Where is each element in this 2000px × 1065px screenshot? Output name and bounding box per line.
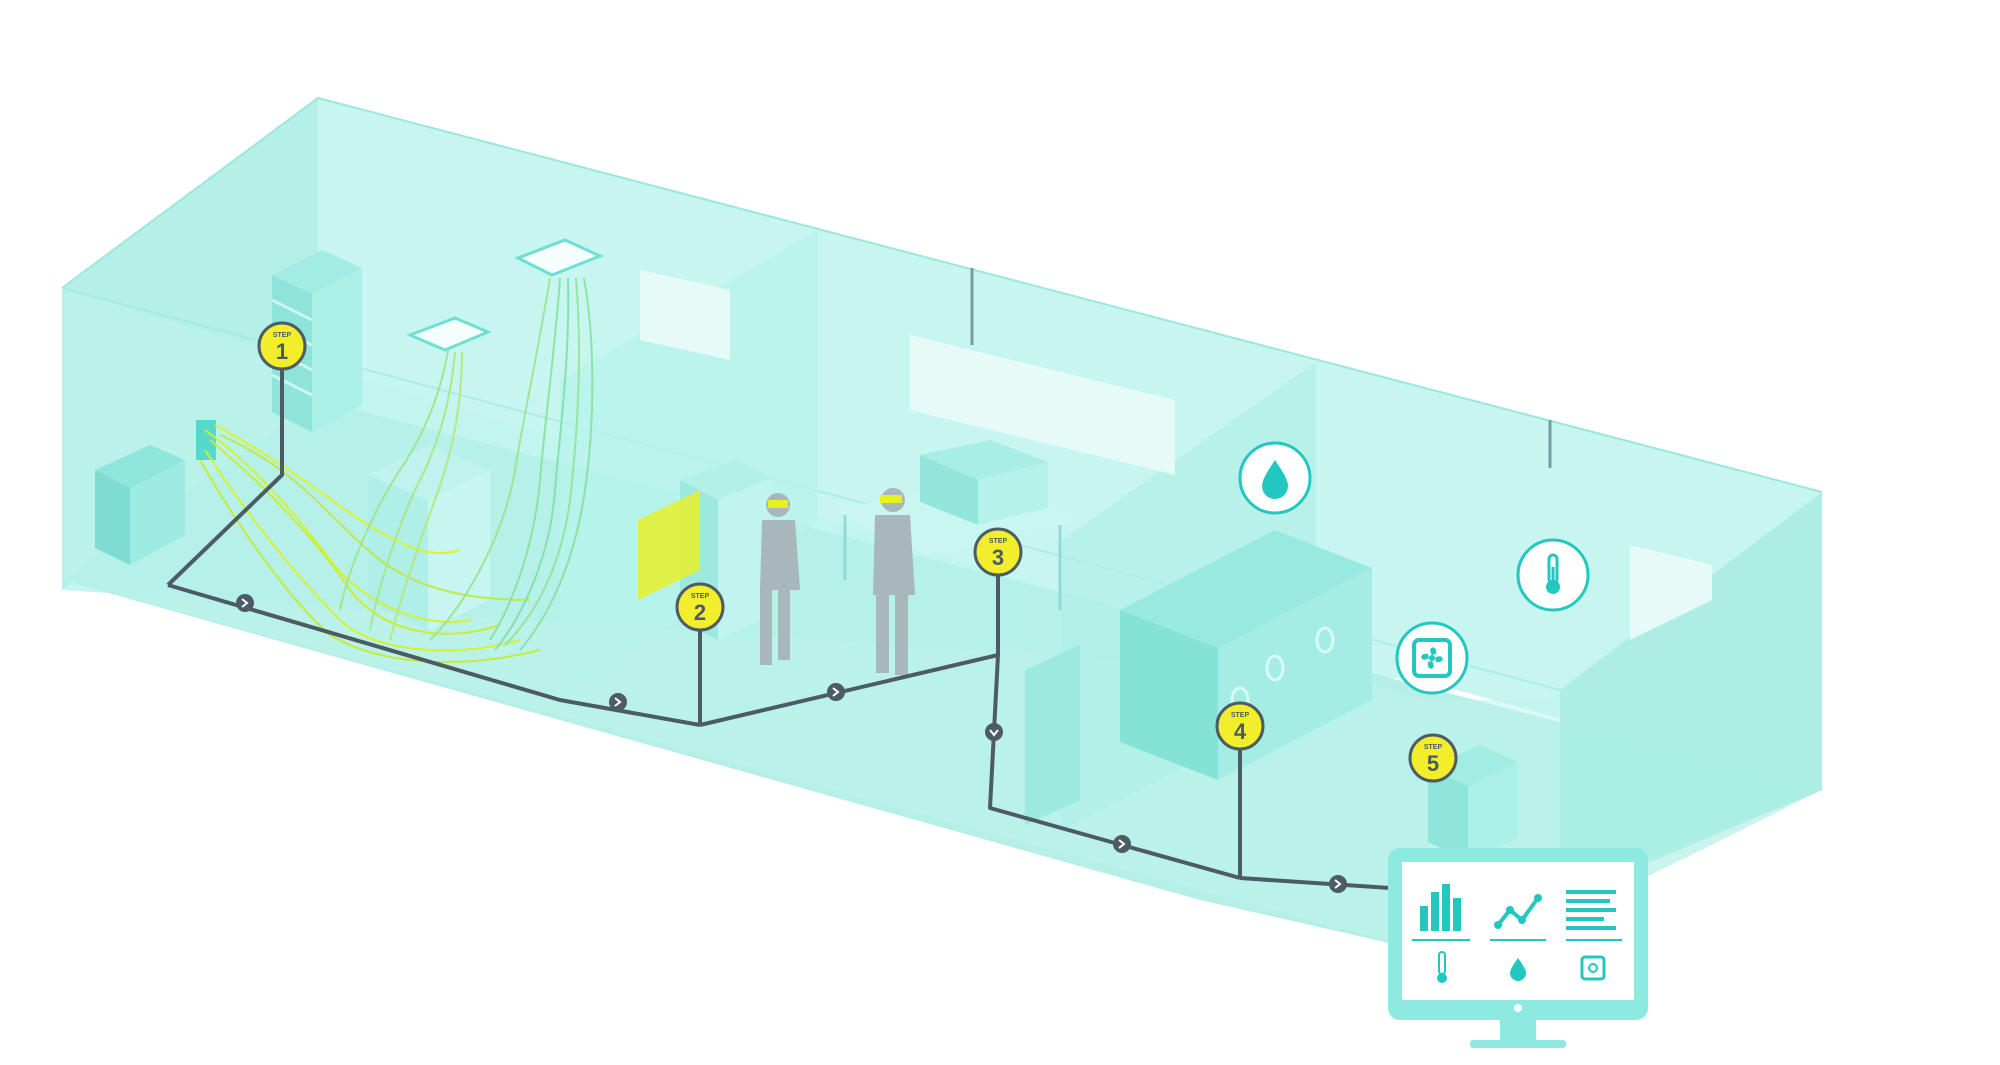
roof-edge <box>61 96 1823 493</box>
chevron-down-icon <box>985 723 1003 741</box>
process-machine <box>368 445 490 630</box>
side-cabinet <box>1025 645 1080 825</box>
path-mid <box>699 653 999 727</box>
operator-1 <box>760 493 800 665</box>
fan-icon <box>1395 621 1469 695</box>
chevron-right-icon <box>1113 835 1131 853</box>
text-lines-icon <box>1566 890 1616 930</box>
path-step3-drop <box>988 553 1241 880</box>
wall-sensor <box>196 420 216 460</box>
cabinet-left <box>95 445 185 565</box>
window-2 <box>910 335 1175 475</box>
path-main-left <box>167 583 701 727</box>
step-badge-label: STEP <box>1231 712 1250 719</box>
step-badge-number: 1 <box>276 339 288 364</box>
step-badge-1: STEP 1 <box>257 321 307 371</box>
thermometer-icon <box>1437 951 1447 983</box>
highlight-panel <box>638 490 700 600</box>
step-badge-label: STEP <box>989 538 1008 545</box>
step-badge-2: STEP 2 <box>675 582 725 632</box>
path-to-monitor <box>1239 876 1391 890</box>
fan-icon <box>1580 955 1606 981</box>
step-badge-5: STEP 5 <box>1408 733 1458 783</box>
step-badge-label: STEP <box>1424 744 1443 751</box>
ceiling-filter-1 <box>405 316 492 352</box>
process-path <box>166 348 1391 890</box>
step-badge-4: STEP 4 <box>1215 701 1265 751</box>
path-step1-drop <box>166 348 284 587</box>
front-wall <box>62 288 1822 950</box>
operator-2 <box>873 488 915 675</box>
partition-wall-3 <box>1560 492 1822 920</box>
chevron-right-icon <box>609 693 627 711</box>
water-drop-icon <box>1510 958 1526 981</box>
bench-instrument <box>920 440 1048 525</box>
water-drop-icon <box>1238 441 1312 515</box>
partition-wall-1 <box>560 230 818 700</box>
dashboard-monitor <box>1388 848 1648 1048</box>
step-badge-3: STEP 3 <box>973 527 1023 577</box>
thermometer-icon <box>1516 538 1590 612</box>
step-badge-number: 4 <box>1234 719 1247 744</box>
rack-stack-right <box>1428 745 1518 860</box>
chevron-right-icon <box>236 594 254 612</box>
step-badge-number: 3 <box>992 545 1004 570</box>
chevron-right-icon <box>827 683 845 701</box>
chevron-right-icon <box>1329 875 1347 893</box>
bar-chart-icon <box>1420 884 1461 931</box>
ceiling-filter-2 <box>514 238 604 277</box>
monitor-stand <box>1500 1020 1536 1042</box>
step-badge-label: STEP <box>691 593 710 600</box>
window-1 <box>640 270 730 360</box>
line-chart-icon <box>1494 894 1542 929</box>
step-badge-label: STEP <box>273 332 292 339</box>
window-3 <box>1630 545 1712 640</box>
step-badge-number: 5 <box>1427 751 1439 776</box>
monitor-base <box>1470 1040 1566 1048</box>
step-badge-number: 2 <box>694 600 706 625</box>
direction-markers <box>236 594 1347 893</box>
